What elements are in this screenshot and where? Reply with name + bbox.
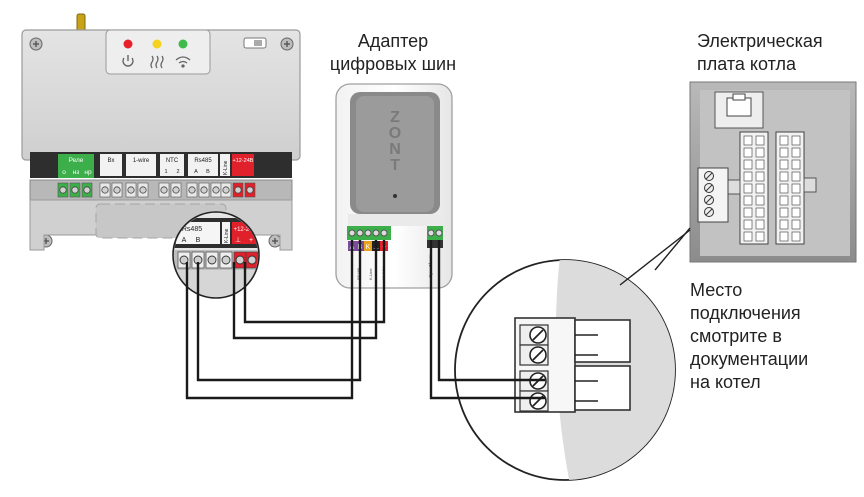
controller-device: Реле о нз нр Bx 1-wire NTC 1 2 Rs485 A B…	[21, 13, 301, 251]
kline-label-pad	[220, 154, 230, 176]
bx-label: Bx	[107, 158, 114, 164]
led-green	[178, 39, 188, 49]
relay-block	[58, 154, 94, 178]
wire-power	[243, 240, 386, 324]
boiler-note-line: смотрите в	[690, 326, 782, 346]
wifi-icon	[175, 56, 191, 68]
adapter-status-led	[393, 194, 397, 198]
power-label-pad	[232, 154, 254, 176]
inset-kline-label: K-Line	[224, 228, 230, 243]
wire-rs485-a	[185, 240, 354, 400]
zoom-callout-line	[619, 229, 691, 286]
inset-power-label: +12-24В	[234, 227, 257, 233]
inset-pin-a: A	[182, 237, 187, 244]
adapter-terminal-screw	[372, 229, 380, 237]
rs485-caption: RS485	[356, 267, 361, 280]
wire-opentherm-2	[437, 240, 545, 382]
boiler-note-line: подключения	[690, 303, 801, 323]
inset-pin-b: B	[196, 237, 201, 244]
inset-plus-pin: +	[249, 237, 253, 244]
boiler-note-line: Место	[690, 280, 742, 300]
relay-label: Реле	[69, 157, 84, 164]
relay-pin-label: нз	[73, 169, 80, 176]
boiler-title-line1: Электрическая	[697, 31, 823, 51]
svg-text:T: T	[390, 157, 400, 174]
rs485-label: Rs485	[194, 158, 212, 164]
adapter-title-line1: Адаптер	[358, 31, 428, 51]
inset-rs485-label: Rs485	[182, 226, 202, 233]
wire-rs485-b	[196, 240, 362, 382]
boiler-header-left	[739, 131, 769, 245]
boiler-board	[654, 81, 857, 271]
adapter-terminal-screw	[348, 229, 356, 237]
svg-text:N: N	[389, 141, 401, 158]
svg-text:Z: Z	[390, 109, 400, 126]
ntc-label-pad	[160, 154, 184, 176]
boiler-header-right	[727, 131, 817, 245]
power-icon	[122, 55, 134, 67]
rs485-pin: B	[206, 169, 210, 175]
zont-logo: Z O N T	[389, 109, 401, 174]
rs485-pin: A	[194, 169, 198, 175]
ntc-label: NTC	[166, 158, 179, 164]
svg-text:O: O	[389, 125, 401, 142]
adapter-terminal-screw	[356, 229, 364, 237]
rs485-label-pad	[188, 154, 218, 176]
adapter-title-line2: цифровых шин	[330, 54, 456, 74]
kline-label: K-Line	[223, 160, 229, 175]
bx-label-pad	[100, 154, 122, 176]
ntc-pin: 1	[164, 169, 167, 175]
inset-ground-pin: ⊥	[235, 237, 241, 244]
adapter-pin-label: K	[366, 244, 371, 251]
kline-caption: K-Line	[368, 268, 373, 280]
led-red	[123, 39, 133, 49]
terminal-screws	[57, 182, 256, 198]
ntc-pin: 2	[176, 169, 179, 175]
heating-icon	[150, 55, 164, 69]
boiler-note-line: документации	[690, 349, 808, 369]
onewire-label-pad	[126, 154, 156, 176]
relay-pin-label: нр	[84, 169, 92, 176]
wire-ground	[232, 240, 378, 340]
boiler-title-line2: плата котла	[697, 54, 797, 74]
adapter-terminal-screw	[364, 229, 372, 237]
adapter-pin-badge	[364, 241, 372, 251]
boiler-note-line: на котел	[690, 372, 761, 392]
led-yellow	[152, 39, 162, 49]
relay-pin-label: о	[62, 169, 66, 176]
wires	[185, 240, 545, 400]
onewire-label: 1-wire	[133, 158, 150, 164]
led-panel	[105, 29, 211, 75]
wire-opentherm-1	[429, 240, 545, 400]
power-label: +12-24В	[233, 158, 254, 164]
boiler-zoom-circle	[454, 229, 691, 481]
adapter-terminal-screw	[380, 229, 388, 237]
